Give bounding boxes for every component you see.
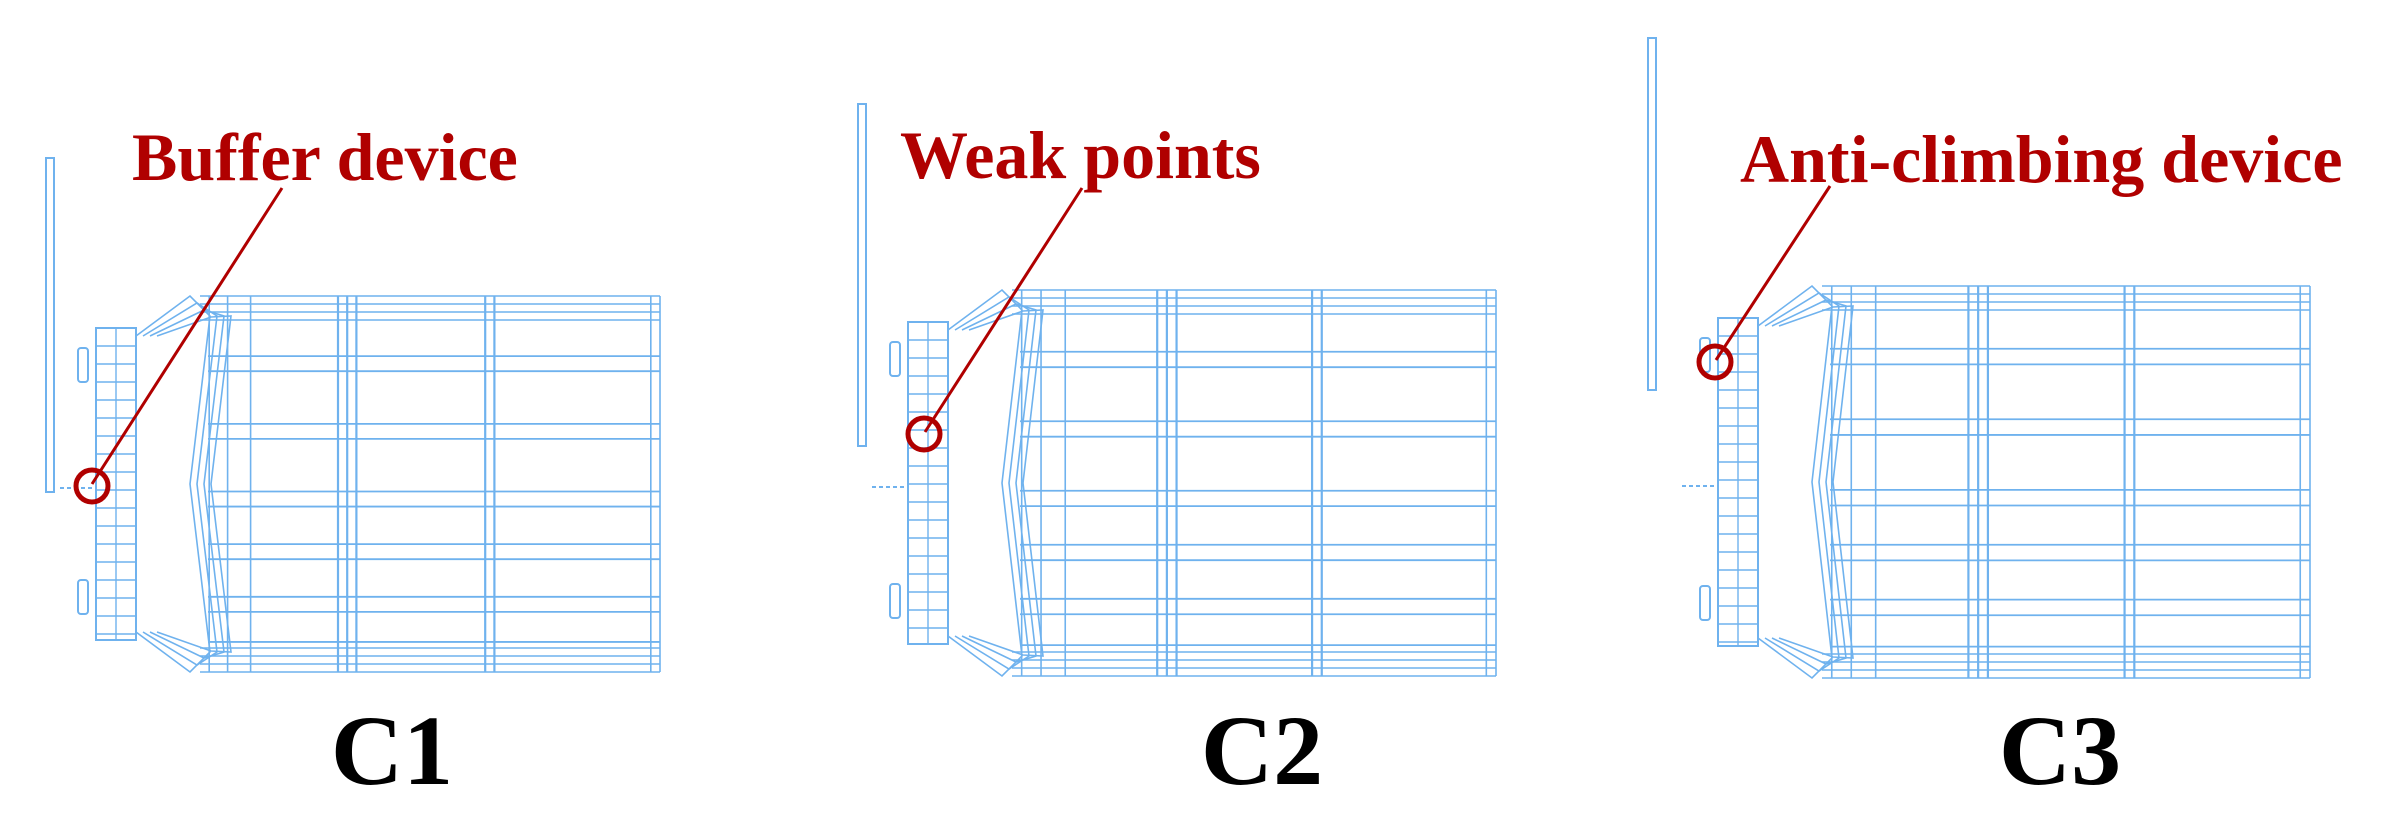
cab-nose-outline: [1765, 293, 1839, 671]
annotation-label: Weak points: [900, 117, 1261, 193]
cab-nose-outline: [136, 296, 210, 672]
car-frame-wireframe: [46, 158, 660, 672]
panel-c2: Weak points C2: [858, 104, 1496, 806]
callout-leader-line: [923, 187, 1084, 433]
panel-c1: Buffer device C1: [46, 119, 660, 806]
panel-caption: C1: [331, 695, 453, 806]
panel-caption: C2: [1201, 695, 1323, 806]
cab-nose-outline: [969, 310, 1043, 656]
cab-nose-outline: [1758, 286, 1832, 678]
buffer-stub: [890, 342, 900, 376]
cab-nose-outline: [962, 304, 1036, 662]
car-frame-wireframe: [1648, 38, 2310, 678]
annotation-label: Buffer device: [132, 119, 518, 195]
cab-nose-outline: [1779, 306, 1853, 658]
side-rail: [46, 158, 54, 492]
cab-nose-outline: [1772, 300, 1846, 664]
buffer-stub: [78, 580, 88, 614]
callout-leader-line: [90, 187, 284, 485]
callout-circle: [905, 415, 943, 453]
buffer-stub: [890, 584, 900, 618]
callout-circle: [73, 467, 111, 505]
buffer-stub: [1700, 586, 1710, 620]
panel-c3: Anti-climbing device C3: [1648, 38, 2343, 806]
cab-nose-outline: [948, 290, 1022, 676]
side-rail: [1648, 38, 1656, 390]
buffer-stub: [78, 348, 88, 382]
cab-nose-outline: [150, 310, 224, 658]
annotation-label: Anti-climbing device: [1740, 121, 2343, 197]
side-rail: [858, 104, 866, 446]
car-frame-wireframe: [858, 104, 1496, 676]
cab-nose-outline: [955, 297, 1029, 669]
callout-circle: [1696, 343, 1734, 381]
panel-caption: C3: [1999, 695, 2121, 806]
cab-nose-outline: [143, 303, 217, 665]
cab-nose-outline: [157, 316, 231, 652]
callout-leader-line: [1714, 185, 1832, 361]
